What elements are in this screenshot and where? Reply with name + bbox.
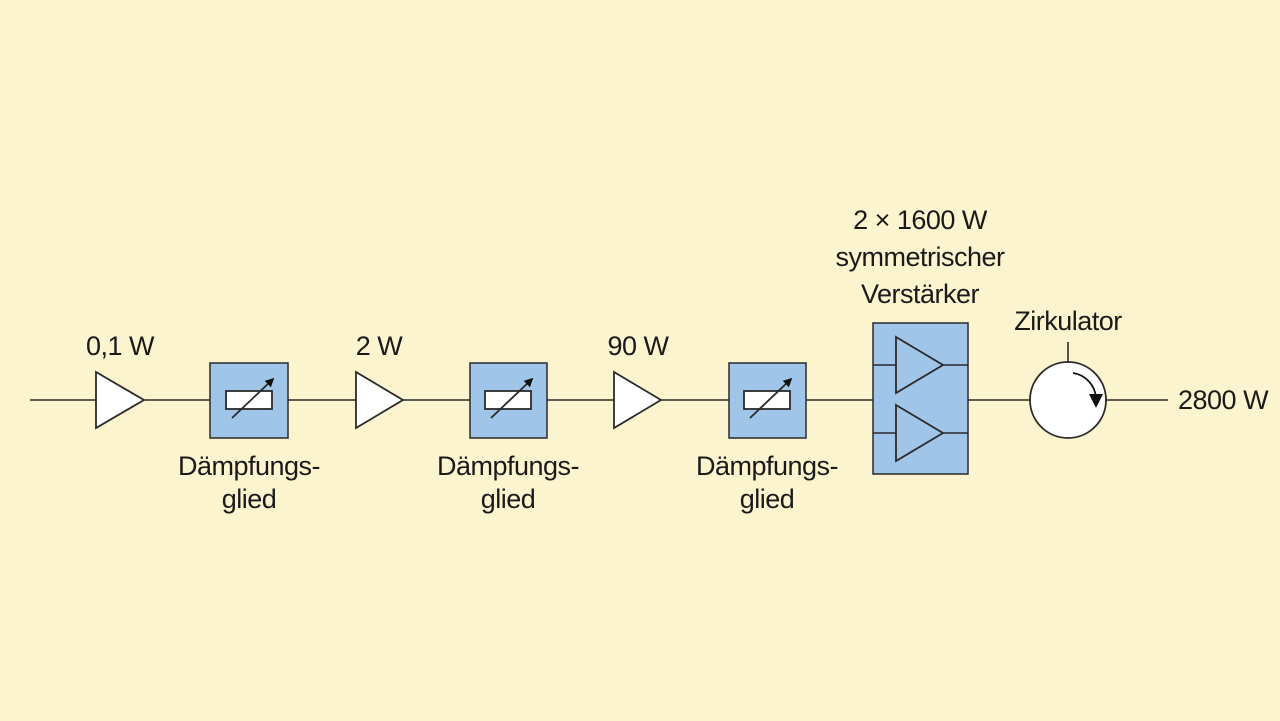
amplifier-3-power-label: 90 W (607, 331, 669, 361)
output-power-label: 2800 W (1178, 385, 1269, 415)
circulator-label: Zirkulator (1014, 306, 1122, 336)
attenuator-2 (469, 362, 548, 439)
circulator-icon (1029, 342, 1107, 439)
attenuator-2-label-line1: Dämpfungs- (437, 451, 579, 481)
variable-resistor-icon (484, 377, 534, 419)
attenuator-3 (728, 362, 807, 439)
attenuator-1 (209, 362, 289, 439)
variable-resistor-icon (743, 377, 793, 419)
upper-amplifier-icon (895, 335, 945, 395)
attenuator-3-label-line2: glied (740, 484, 795, 514)
symmetric-amplifier-block (872, 322, 969, 475)
amplifier-3-icon (613, 370, 663, 430)
symmetric-amplifier-label-line1: 2 × 1600 W (853, 205, 988, 235)
attenuator-3-label-line1: Dämpfungs- (696, 451, 838, 481)
amplifier-1-power-label: 0,1 W (86, 331, 155, 361)
amplifier-2-power-label: 2 W (356, 331, 404, 361)
amplifier-2-icon (355, 370, 405, 430)
amplifier-1-icon (95, 370, 146, 430)
symmetric-amplifier-label-line2: symmetrischer (835, 242, 1005, 272)
lower-amplifier-icon (895, 403, 945, 463)
variable-resistor-icon (225, 377, 275, 419)
symmetric-amplifier-label-line3: Verstärker (861, 279, 980, 309)
attenuator-1-label-line2: glied (222, 484, 277, 514)
attenuator-1-label-line1: Dämpfungs- (178, 451, 320, 481)
attenuator-2-label-line2: glied (481, 484, 536, 514)
